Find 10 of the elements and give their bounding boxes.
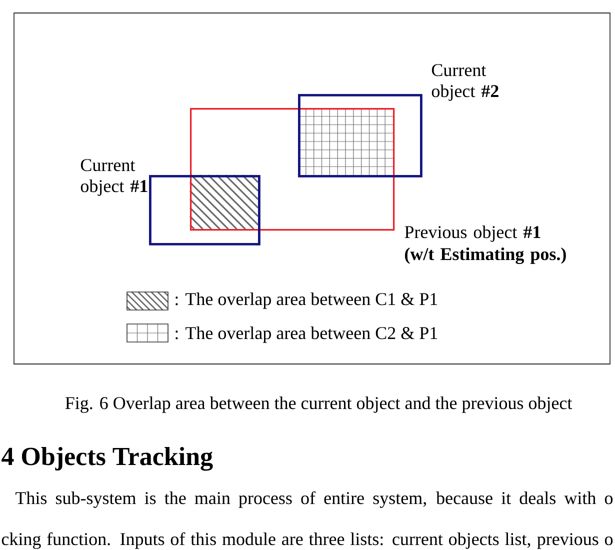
body-text: cking function. Inputs of this module are three lists: current objects list, previous o	[2, 532, 613, 549]
figure-caption: Fig. 6 Overlap area between the current object and the previous object	[65, 396, 572, 413]
annotation-label: (w/t Estimating pos.)	[405, 248, 566, 264]
legend-label: : The overlap area between C2 & P1	[176, 326, 438, 343]
object-label: Current object #1	[80, 159, 148, 196]
legend-label: : The overlap area between C1 & P1	[176, 292, 438, 309]
object-label: Previous object #1	[404, 226, 540, 242]
body-text: This sub-system is the main process of entire system, because it deals with o	[16, 491, 613, 508]
object-label: Current object #2	[432, 64, 498, 101]
section-heading: 4 Objects Tracking	[2, 446, 213, 471]
